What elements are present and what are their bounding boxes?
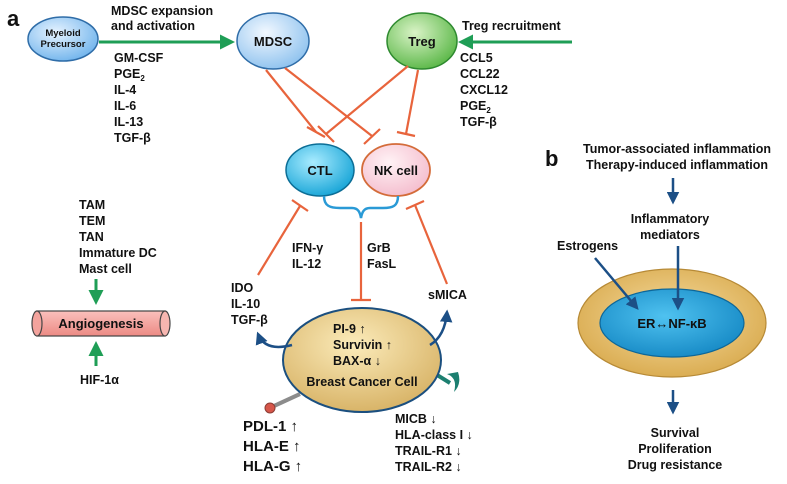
mdsc-factor: IL-6 xyxy=(114,99,136,113)
surface-trail-r2: TRAIL-R2 ↓ xyxy=(395,460,462,474)
cytotoxic-edge xyxy=(351,222,371,302)
angio-cell: Immature DC xyxy=(79,246,157,260)
angiogenesis-label: Angiogenesis xyxy=(58,316,143,331)
angio-cell: TAM xyxy=(79,198,105,212)
er-nfkb-cell: ER↔NF-κB xyxy=(577,268,767,378)
surface-hlag: HLA-G ↑ xyxy=(243,458,302,475)
myeloid-label-line2: Precursor xyxy=(41,39,86,50)
effector-il12: IL-12 xyxy=(292,257,321,271)
mdsc-factor: PGE2 xyxy=(114,67,145,83)
surface-hlae: HLA-E ↑ xyxy=(243,438,301,455)
mdsc-factor: IL-13 xyxy=(114,115,143,129)
mdsc-factor: GM-CSF xyxy=(114,51,164,65)
effector-bracket xyxy=(322,195,400,219)
treg-factor: CXCL12 xyxy=(460,83,508,97)
smica-label: sMICA xyxy=(428,288,467,302)
effector-grb: GrB xyxy=(367,241,391,255)
mdsc-cell: MDSC xyxy=(236,12,310,70)
angio-cell: TAN xyxy=(79,230,104,244)
angio-cell-list: TAM TEM TAN Immature DC Mast cell xyxy=(79,198,157,276)
surface-micb: MICB ↓ xyxy=(395,412,437,426)
mdsc-factor: IL-4 xyxy=(114,83,136,97)
suppressor-edge-ctl xyxy=(257,199,309,276)
outcome-survival: Survival xyxy=(651,426,700,440)
panel-a-label: a xyxy=(7,6,20,31)
estrogens-label: Estrogens xyxy=(557,239,618,253)
surface-trail-r1: TRAIL-R1 ↓ xyxy=(395,444,462,458)
estrogen-arrow xyxy=(594,257,639,310)
surface-pdl1: PDL-1 ↑ xyxy=(243,418,298,435)
pdl1-receptor xyxy=(264,392,301,414)
tumor-label: Breast Cancer Cell xyxy=(306,375,417,389)
mdsc-expansion-line2: and activation xyxy=(111,19,195,33)
trigger-tumor-inflammation: Tumor-associated inflammation xyxy=(583,142,771,156)
ctl-cell: CTL xyxy=(285,143,355,197)
myeloid-precursor-cell: Myeloid Precursor xyxy=(27,16,99,62)
secretion-arrow-right xyxy=(429,309,453,347)
secretion-arrow-left xyxy=(255,331,293,349)
myeloid-label-line1: Myeloid xyxy=(45,28,81,39)
treg-factor: CCL5 xyxy=(460,51,493,65)
angio-cell: TEM xyxy=(79,214,105,228)
treg-factor: PGE2 xyxy=(460,99,491,115)
mdsc-factor-list: GM-CSF PGE2 IL-4 IL-6 IL-13 TGF-β xyxy=(114,51,164,145)
trigger-therapy-inflammation: Therapy-induced inflammation xyxy=(586,158,768,172)
treg-factor: TGF-β xyxy=(460,115,497,129)
treg-cell: Treg xyxy=(386,12,458,70)
suppressor-ido: IDO xyxy=(231,281,254,295)
suppressor-tgfb: TGF-β xyxy=(231,313,268,327)
effector-ifn: IFN-γ xyxy=(292,241,323,255)
outcome-proliferation: Proliferation xyxy=(638,442,712,456)
mdsc-expansion-line1: MDSC expansion xyxy=(111,4,213,18)
intracellular-bax: BAX-α ↓ xyxy=(333,354,381,368)
er-nfkb-label: ER↔NF-κB xyxy=(637,316,706,331)
nk-label: NK cell xyxy=(374,163,418,178)
nk-cell: NK cell xyxy=(361,143,431,197)
angio-cell: Mast cell xyxy=(79,262,132,276)
mediators-line1: Inflammatory xyxy=(631,212,710,226)
mdsc-label: MDSC xyxy=(254,34,293,49)
mdsc-factor: TGF-β xyxy=(114,131,151,145)
intracellular-survivin: Survivin ↑ xyxy=(333,338,392,352)
intracellular-pi9: PI-9 ↑ xyxy=(333,322,366,336)
treg-factor-list: CCL5 CCL22 CXCL12 PGE2 TGF-β xyxy=(460,51,508,129)
suppression-edges xyxy=(265,65,420,145)
panel-b-label: b xyxy=(545,146,558,171)
hif-label: HIF-1α xyxy=(80,373,119,387)
treg-factor: CCL22 xyxy=(460,67,500,81)
treg-label: Treg xyxy=(408,34,436,49)
angiogenesis-vessel: Angiogenesis xyxy=(31,310,171,337)
smica-edge-nk xyxy=(405,199,449,285)
outcome-drug-resistance: Drug resistance xyxy=(628,458,723,472)
suppressor-il10: IL-10 xyxy=(231,297,260,311)
treg-recruitment-label: Treg recruitment xyxy=(462,19,561,33)
ctl-label: CTL xyxy=(307,163,332,178)
mediators-line2: mediators xyxy=(640,228,700,242)
breast-cancer-cell: PI-9 ↑ Survivin ↑ BAX-α ↓ Breast Cancer … xyxy=(282,307,442,413)
effector-fasl: FasL xyxy=(367,257,397,271)
surface-hla-class1: HLA-class I ↓ xyxy=(395,428,473,442)
